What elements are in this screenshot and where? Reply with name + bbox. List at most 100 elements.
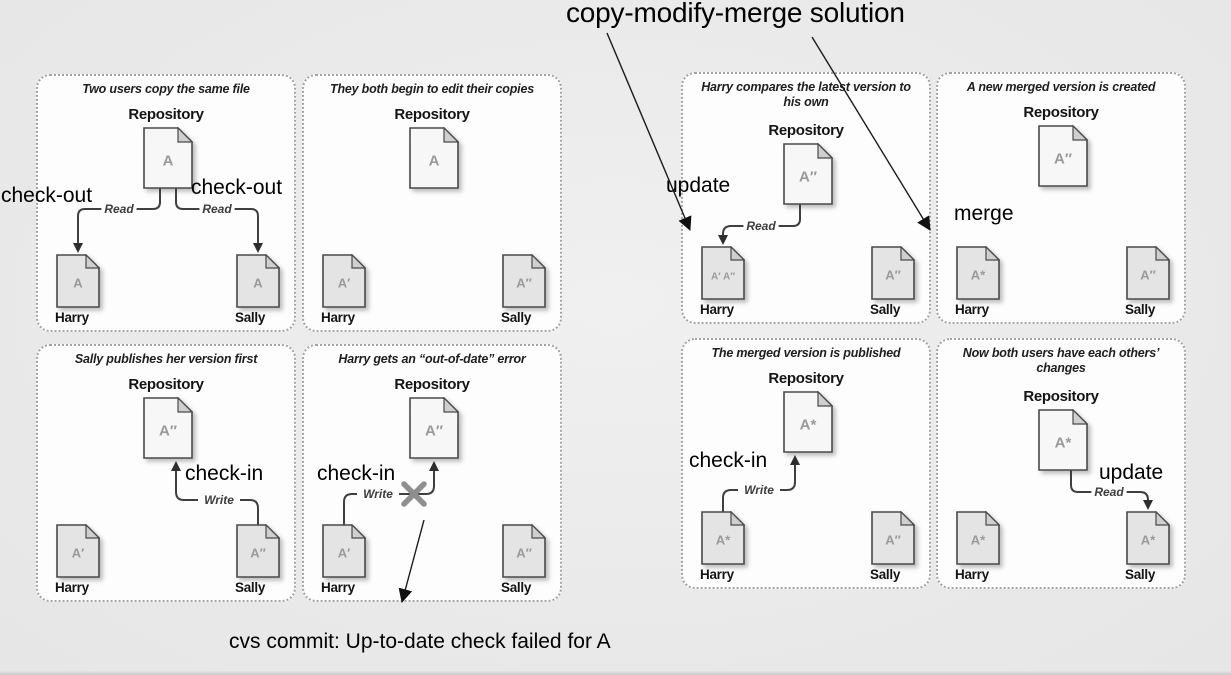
annotation-merge: merge — [954, 202, 1014, 225]
harry-doc-icon-label: A* — [971, 267, 986, 282]
sally-doc-icon: A″ — [502, 254, 546, 308]
harry-doc-icon-label: A′ — [72, 545, 85, 560]
repository-label: Repository — [128, 376, 204, 393]
annotation-checkin-error: check-in — [317, 462, 396, 485]
harry-name: Harry — [955, 302, 989, 317]
repository-doc-icon: A″ — [1038, 125, 1088, 187]
harry-doc-icon: A′ A″ — [701, 246, 745, 300]
repository-doc-icon: A — [409, 127, 459, 189]
repository-doc-icon-label: A″ — [1054, 150, 1072, 167]
action-label: Read — [1094, 485, 1124, 499]
sally-name: Sally — [235, 310, 266, 325]
sally-doc-icon-label: A″ — [516, 545, 532, 560]
harry-doc-icon: A* — [701, 511, 745, 565]
sally-name: Sally — [1125, 302, 1156, 317]
repository-doc-icon: A* — [783, 391, 833, 453]
sally-doc-icon: A* — [1126, 511, 1170, 565]
repository-doc-icon-label: A — [163, 152, 174, 169]
harry-doc-icon-label: A′ — [338, 545, 351, 560]
title-arrow-to-update-icon — [606, 32, 692, 231]
harry-doc-icon: A — [56, 254, 100, 308]
action-label: Write — [204, 493, 234, 507]
repository-label: Repository — [1023, 104, 1099, 121]
panel-title: Now both users have each others’ changes — [962, 346, 1160, 375]
repository-label: Repository — [394, 106, 470, 123]
repository-doc-icon: A — [143, 127, 193, 189]
repository-doc-icon: A″ — [143, 397, 193, 459]
repository-doc-icon: A* — [1038, 409, 1088, 471]
panel-8: Now both users have each others’ changes… — [936, 338, 1186, 589]
harry-name: Harry — [55, 310, 89, 325]
repository-doc-icon-label: A″ — [159, 422, 177, 439]
sally-doc-icon-label: A″ — [885, 532, 901, 547]
sally-doc-icon-label: A — [253, 275, 263, 290]
repository-doc-icon-label: A″ — [799, 168, 817, 185]
harry-doc-icon-label: A′ — [338, 275, 351, 290]
panel-2: They both begin to edit their copies Rep… — [302, 74, 562, 332]
annotation-checkout-left: check-out — [1, 184, 93, 207]
harry-doc-icon: A* — [956, 246, 1000, 300]
page-title: copy-modify-merge solution — [566, 0, 905, 28]
panel-5: Harry compares the latest version to his… — [681, 72, 931, 324]
harry-doc-icon: A* — [956, 511, 1000, 565]
harry-doc-icon: A′ — [322, 254, 366, 308]
sally-doc-icon: A″ — [236, 524, 280, 578]
panel-3: Sally publishes her version first Reposi… — [36, 344, 296, 602]
repository-doc-icon-label: A* — [800, 416, 817, 433]
action-label: Read — [104, 202, 134, 216]
sally-doc-icon-label: A″ — [885, 267, 901, 282]
sally-doc-icon-label: A″ — [1140, 267, 1156, 282]
harry-doc-icon-label: A′ A″ — [711, 271, 735, 282]
harry-doc-icon: A′ — [56, 524, 100, 578]
sally-name: Sally — [1125, 567, 1156, 582]
repository-label: Repository — [768, 122, 844, 139]
repository-doc-icon: A″ — [409, 397, 459, 459]
action-label: Write — [744, 483, 774, 497]
panel-title: Harry compares the latest version to his… — [701, 80, 911, 109]
sally-doc-icon: A″ — [871, 246, 915, 300]
harry-name: Harry — [955, 567, 989, 582]
slide-bottom-edge — [0, 671, 1231, 675]
sally-doc-icon: A″ — [1126, 246, 1170, 300]
repository-label: Repository — [1023, 388, 1099, 405]
sally-name: Sally — [501, 310, 532, 325]
sally-doc-icon: A″ — [502, 524, 546, 578]
sally-doc-icon-label: A″ — [250, 545, 266, 560]
annotation-update-harry: update — [666, 174, 731, 197]
annotation-checkout-right: check-out — [191, 176, 283, 199]
annotation-checkin-sally: check-in — [185, 462, 264, 485]
repository-doc-icon: A″ — [783, 143, 833, 205]
harry-name: Harry — [321, 580, 355, 595]
panel-title: Harry gets an “out-of-date” error — [338, 352, 526, 366]
action-label: Read — [202, 202, 232, 216]
sally-doc-icon: A″ — [871, 511, 915, 565]
panel-title: Sally publishes her version first — [74, 352, 258, 366]
harry-doc-icon-label: A — [73, 275, 83, 290]
annotation-checkin-merged: check-in — [689, 449, 768, 472]
repository-doc-icon-label: A — [429, 152, 440, 169]
harry-doc-icon-label: A* — [971, 532, 986, 547]
sally-name: Sally — [870, 567, 901, 582]
harry-doc-icon-label: A* — [716, 532, 731, 547]
sally-doc-icon: A — [236, 254, 280, 308]
sally-name: Sally — [870, 302, 901, 317]
sally-name: Sally — [235, 580, 266, 595]
panel-title: Two users copy the same file — [82, 82, 250, 96]
error-caption: cvs commit: Up-to-date check failed for … — [229, 630, 611, 653]
action-label: Read — [746, 219, 776, 233]
harry-name: Harry — [55, 580, 89, 595]
panel-title: A new merged version is created — [966, 80, 1156, 94]
repository-doc-icon-label: A* — [1055, 434, 1072, 451]
panel-6: A new merged version is created Reposito… — [936, 72, 1186, 324]
panel-title: They both begin to edit their copies — [330, 82, 534, 96]
blocked-x-icon — [401, 481, 427, 507]
sally-doc-icon-label: A* — [1141, 532, 1156, 547]
repository-label: Repository — [768, 370, 844, 387]
annotation-update-sally: update — [1099, 461, 1164, 484]
repository-label: Repository — [394, 376, 470, 393]
harry-name: Harry — [700, 567, 734, 582]
action-label: Write — [363, 487, 393, 501]
repository-label: Repository — [128, 106, 204, 123]
harry-doc-icon: A′ — [322, 524, 366, 578]
